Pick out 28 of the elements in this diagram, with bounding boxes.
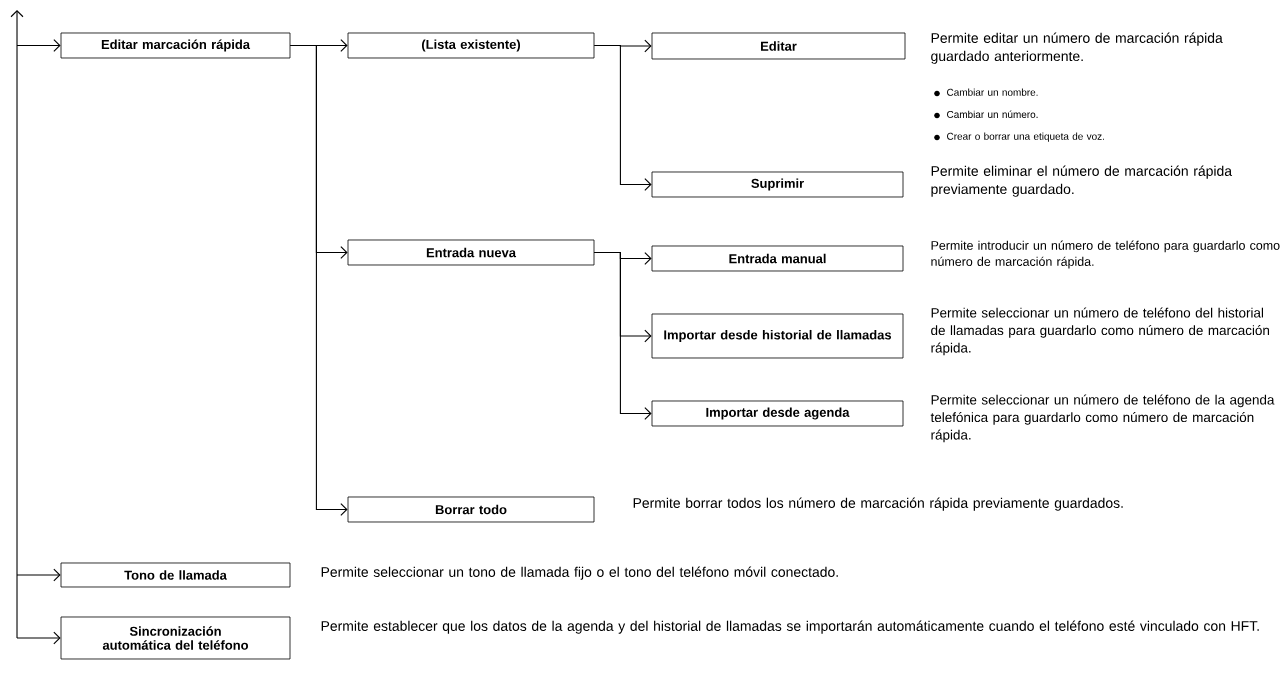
menu-box: Suprimir — [651, 171, 904, 198]
bullet-item: Cambiar un número. — [934, 110, 1038, 119]
arrow — [289, 44, 348, 516]
description-text: Permite seleccionar un número de teléfono del historial de llamadas para guardarlo como número de marcación rápida. — [931, 307, 1269, 356]
menu-box: Editar marcación rápida — [60, 32, 291, 59]
description-text: Permite borrar todos los número de marcación rápida previamente guardados. — [633, 497, 1123, 511]
description-text: Permite seleccionar un tono de llamada fijo o el tono del teléfono móvil conectado. — [321, 566, 838, 580]
description-text: Permite editar un número de marcación rápida guardado anteriormente. — [931, 32, 1223, 64]
arrow — [593, 251, 652, 421]
arrow — [16, 568, 61, 582]
menu-box: Tono de llamada — [60, 562, 291, 588]
description-text: Permite introducir un número de teléfono para guardarlo como número de marcación rápida. — [931, 240, 1280, 269]
menu-box: Importar desde historial de llamadas — [651, 313, 904, 359]
menu-box: Entrada manual — [651, 245, 904, 272]
description-text: Permite seleccionar un número de teléfono de la agenda telefónica para guardarlo como número de marcación rápida. — [930, 394, 1275, 443]
menu-box: Editar — [651, 32, 906, 60]
menu-box: Borrar todo — [347, 496, 595, 523]
bullet-item: Cambiar un nombre. — [934, 88, 1038, 97]
arrow — [16, 38, 61, 53]
menu-box: Importar desde agenda — [651, 400, 904, 427]
bullet-item: Crear o borrar una etiqueta de voz. — [934, 132, 1104, 142]
arrow — [593, 44, 652, 191]
description-text: Permite eliminar el número de marcación rápida previamente guardado. — [931, 165, 1233, 197]
description-text: Permite establecer que los datos de la agenda y del historial de llamadas se importarán automáticamente cuando el teléfono esté vinculado con HFT. — [321, 620, 1259, 634]
arrow — [16, 631, 61, 645]
menu-box: Sincronización automática del teléfono — [60, 616, 291, 660]
menu-box: Entrada nueva — [347, 239, 595, 266]
menu-box: (Lista existente) — [347, 32, 595, 59]
